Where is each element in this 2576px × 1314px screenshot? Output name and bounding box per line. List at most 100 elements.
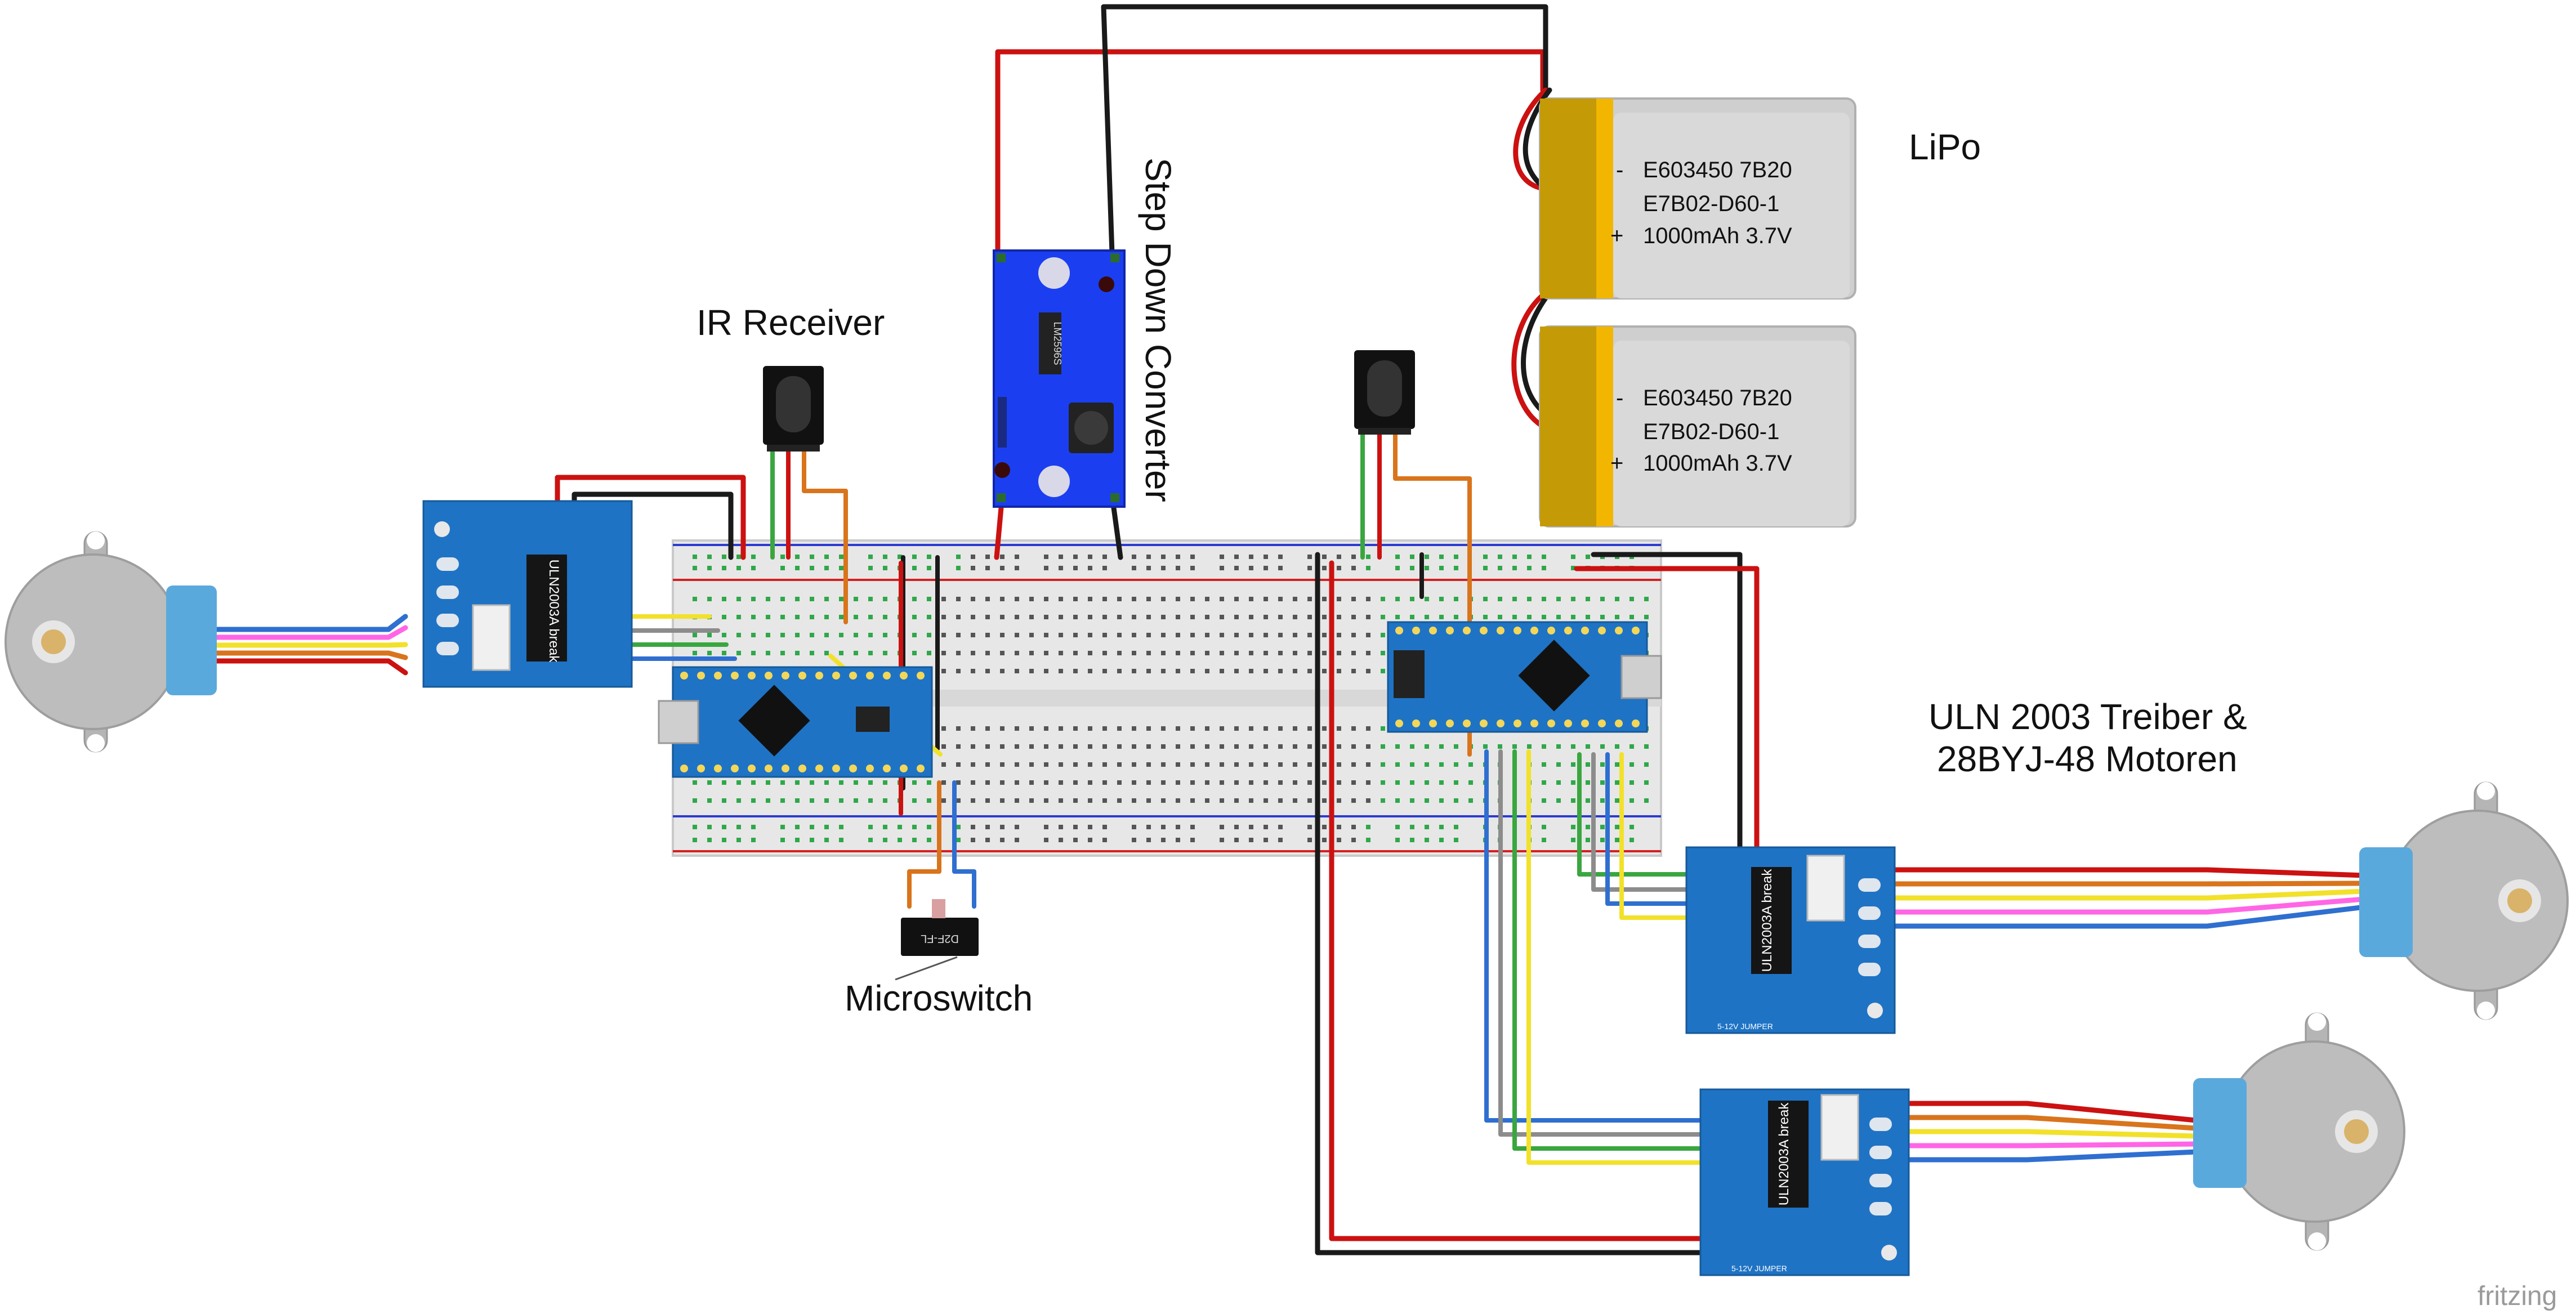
- breadboard-hole: [1351, 726, 1356, 731]
- breadboard-hole: [1059, 615, 1063, 619]
- breadboard-hole: [1629, 838, 1634, 842]
- breadboard-hole: [1629, 597, 1634, 601]
- breadboard-hole: [1600, 780, 1605, 785]
- breadboard-hole: [780, 825, 785, 829]
- breadboard-hole: [941, 669, 946, 673]
- breadboard-hole: [751, 597, 756, 601]
- breadboard-hole: [1629, 762, 1634, 767]
- breadboard-hole: [1439, 780, 1444, 785]
- breadboard-hole: [1234, 566, 1239, 570]
- breadboard-hole: [1176, 838, 1180, 842]
- breadboard-hole: [1176, 615, 1180, 619]
- breadboard-hole: [1337, 798, 1341, 803]
- breadboard-hole: [985, 825, 990, 829]
- breadboard-hole: [1249, 744, 1253, 749]
- driver-chip-label: ULN2003A break: [1760, 869, 1775, 972]
- breadboard-hole: [971, 669, 975, 673]
- breadboard-hole: [780, 633, 785, 637]
- breadboard-hole: [1015, 669, 1019, 673]
- breadboard-hole: [1249, 566, 1253, 570]
- breadboard-hole: [1439, 838, 1444, 842]
- breadboard-hole: [780, 597, 785, 601]
- breadboard-hole: [1278, 762, 1283, 767]
- breadboard-hole: [1146, 597, 1151, 601]
- breadboard-hole: [1073, 651, 1078, 655]
- breadboard-hole: [1425, 597, 1429, 601]
- breadboard-hole: [1146, 798, 1151, 803]
- breadboard-hole: [1249, 651, 1253, 655]
- breadboard-hole: [1425, 762, 1429, 767]
- breadboard-hole: [1088, 762, 1092, 767]
- breadboard-hole: [780, 838, 785, 842]
- breadboard-hole: [1454, 555, 1458, 559]
- breadboard-hole: [1381, 651, 1385, 655]
- breadboard-hole: [1600, 825, 1605, 829]
- breadboard-hole: [1322, 762, 1327, 767]
- breadboard-hole: [1234, 597, 1239, 601]
- breadboard-hole: [1425, 615, 1429, 619]
- breadboard-hole: [1146, 615, 1151, 619]
- breadboard-hole: [1132, 669, 1136, 673]
- battery-label-line1: E603450 7B20: [1643, 386, 1792, 410]
- breadboard-hole: [854, 780, 858, 785]
- breadboard-hole: [1073, 825, 1078, 829]
- breadboard-hole: [810, 566, 814, 570]
- breadboard-hole: [1615, 798, 1619, 803]
- microswitch-label: Microswitch: [845, 978, 1033, 1018]
- breadboard-hole: [1366, 597, 1370, 601]
- breadboard-hole: [927, 798, 931, 803]
- breadboard-hole: [971, 838, 975, 842]
- breadboard-hole: [751, 838, 756, 842]
- breadboard-hole: [824, 633, 829, 637]
- breadboard-hole: [1249, 798, 1253, 803]
- breadboard-hole: [1117, 669, 1122, 673]
- breadboard-hole: [1132, 633, 1136, 637]
- breadboard-hole: [1351, 744, 1356, 749]
- breadboard-hole: [1337, 762, 1341, 767]
- breadboard-hole: [1512, 744, 1517, 749]
- breadboard-hole: [1381, 633, 1385, 637]
- breadboard-hole: [839, 566, 843, 570]
- breadboard-hole: [1234, 555, 1239, 559]
- breadboard-hole: [1234, 780, 1239, 785]
- breadboard-hole: [1220, 838, 1224, 842]
- breadboard-hole: [1102, 597, 1107, 601]
- breadboard-hole: [1220, 726, 1224, 731]
- breadboard-hole: [810, 825, 814, 829]
- breadboard-hole: [1410, 597, 1414, 601]
- breadboard-hole: [1161, 762, 1166, 767]
- breadboard-hole: [1571, 762, 1575, 767]
- breadboard-hole: [1644, 597, 1649, 601]
- breadboard-hole: [1322, 744, 1327, 749]
- breadboard-hole: [1249, 838, 1253, 842]
- breadboard-hole: [1468, 762, 1473, 767]
- breadboard-hole: [1102, 633, 1107, 637]
- breadboard-hole: [1044, 597, 1048, 601]
- breadboard-hole: [1146, 780, 1151, 785]
- breadboard-hole: [1278, 555, 1283, 559]
- breadboard-hole: [736, 597, 741, 601]
- breadboard-hole: [1512, 555, 1517, 559]
- breadboard-hole: [1059, 726, 1063, 731]
- breadboard-hole: [1337, 651, 1341, 655]
- breadboard-hole: [1220, 555, 1224, 559]
- breadboard-hole: [1454, 798, 1458, 803]
- breadboard-hole: [1278, 726, 1283, 731]
- breadboard-hole: [1029, 762, 1034, 767]
- breadboard-hole: [1556, 615, 1561, 619]
- breadboard-hole: [1015, 597, 1019, 601]
- breadboard-hole: [956, 633, 961, 637]
- breadboard-hole: [1015, 798, 1019, 803]
- breadboard-hole: [1322, 633, 1327, 637]
- breadboard-hole: [1556, 744, 1561, 749]
- breadboard-hole: [898, 555, 902, 559]
- breadboard-hole: [1307, 651, 1312, 655]
- breadboard-hole: [839, 633, 843, 637]
- breadboard-hole: [1629, 780, 1634, 785]
- breadboard-hole: [1527, 566, 1532, 570]
- breadboard-hole: [1439, 615, 1444, 619]
- breadboard-hole: [1117, 744, 1122, 749]
- breadboard-hole: [1395, 597, 1400, 601]
- uln2003-driver-right-lower: ULN2003A break 5-12V JUMPER: [1699, 1088, 1910, 1276]
- breadboard-hole: [1029, 744, 1034, 749]
